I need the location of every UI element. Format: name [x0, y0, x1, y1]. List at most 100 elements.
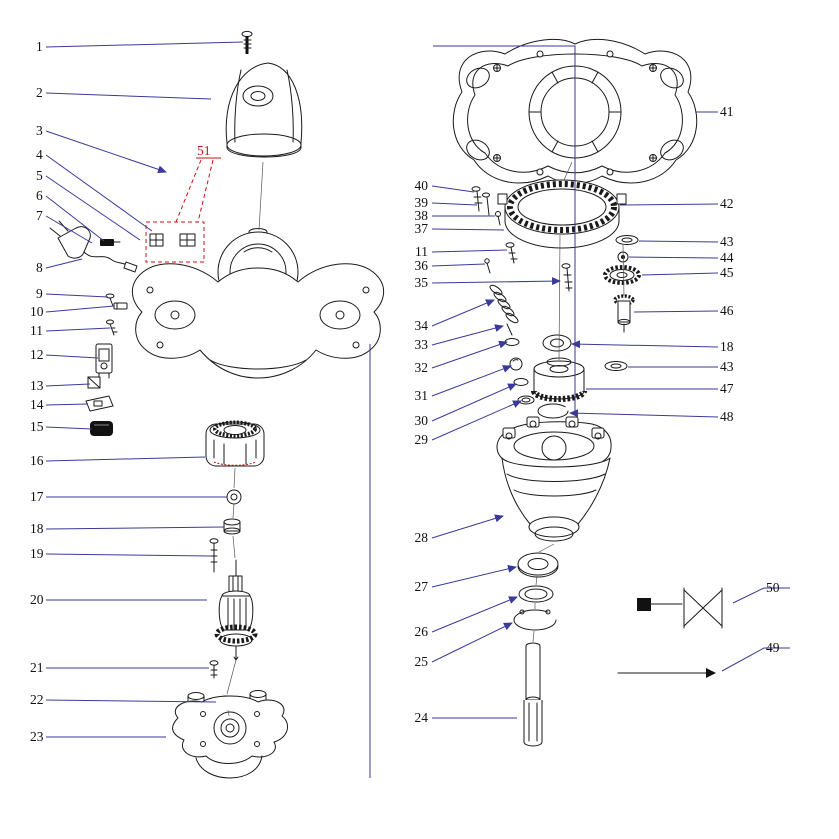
ring-gear-part-42	[497, 179, 627, 249]
part-label-46-46: 46	[720, 303, 734, 318]
part-label-49-52: 49	[766, 640, 780, 655]
washer-part-26	[518, 585, 554, 603]
snap-ring-part-48	[537, 403, 569, 419]
leader-line-19	[45, 553, 212, 557]
part-label-35-29: 35	[415, 275, 429, 290]
part-label-38-25: 38	[415, 208, 429, 223]
screw-part-21	[209, 660, 219, 679]
leader-line-26	[431, 596, 518, 633]
part-label-29-35: 29	[415, 432, 429, 447]
screw-part-1	[241, 30, 253, 54]
leader-line-36	[431, 263, 486, 267]
bracket-part-13	[87, 376, 101, 389]
leader-line-27	[431, 564, 517, 588]
armature-part-20	[214, 559, 258, 661]
leader-line-48	[569, 409, 719, 418]
part-label-2-1: 2	[36, 85, 43, 100]
locknut-part-17	[226, 489, 242, 505]
part-label-18-17: 18	[30, 521, 44, 536]
brush-holder-left	[149, 233, 164, 247]
leader-line-32	[431, 340, 508, 369]
part-label-40-23: 40	[415, 178, 429, 193]
part-label-5-4: 5	[36, 168, 43, 183]
leader-line-22	[45, 699, 217, 703]
part-label-41-41: 41	[720, 104, 734, 119]
part-label-43-43: 43	[720, 234, 734, 249]
part-label-47-49: 47	[720, 381, 734, 396]
leader-line-5	[45, 175, 141, 241]
leader-line-34	[431, 299, 495, 327]
washer-part-43-lower	[604, 361, 628, 371]
part-label-21-20: 21	[30, 660, 44, 675]
part-label-12-11: 12	[30, 347, 44, 362]
part-label-30-34: 30	[415, 413, 429, 428]
highlight-leader-2	[197, 159, 214, 223]
gearbox-symbol-part-50	[637, 587, 723, 629]
part-label-50-51: 50	[766, 580, 780, 595]
part-label-19-18: 19	[30, 546, 44, 561]
screws-parts-37-40	[471, 186, 573, 292]
part-label-6-5: 6	[36, 188, 43, 203]
leader-line-8	[45, 258, 83, 269]
construction-line-1	[433, 45, 576, 414]
leader-line-4	[45, 154, 153, 232]
part-label-43-48: 43	[720, 359, 734, 374]
power-cord-parts-7-8	[49, 220, 138, 273]
callout-labels: 1234567891011121314151617181920212223403…	[30, 39, 780, 744]
part-label-9-8: 9	[36, 286, 43, 301]
part-label-26-38: 26	[415, 624, 429, 639]
gear-part-45	[603, 265, 641, 285]
leader-line-16	[45, 456, 206, 462]
leader-line-11	[431, 249, 508, 253]
leader-line-31	[431, 365, 512, 397]
part-label-33-31: 33	[415, 337, 429, 352]
stator-part-16	[205, 420, 265, 467]
part-label-42-42: 42	[720, 196, 734, 211]
leader-line-45	[641, 272, 719, 276]
main-housing-part-3	[131, 228, 385, 379]
part-label-22-21: 22	[30, 692, 44, 707]
assembly-axis-connectors	[226, 161, 625, 717]
leader-line-42	[619, 203, 719, 206]
leader-line-40	[431, 185, 475, 193]
leader-line-18	[45, 526, 225, 530]
part-label-23-22: 23	[30, 729, 44, 744]
capacitor-part-15	[90, 421, 113, 436]
rod-part-49	[617, 668, 716, 678]
leader-lines	[45, 41, 790, 738]
part-label-44-44: 44	[720, 250, 734, 265]
leader-line-7	[45, 215, 93, 244]
part-label-18-47: 18	[720, 339, 734, 354]
part-label-24-40: 24	[415, 710, 429, 725]
leader-line-13	[45, 383, 91, 387]
leader-line-28	[431, 514, 504, 539]
gearbox-flange-part-23	[172, 690, 289, 779]
leader-line-9	[45, 293, 109, 298]
part-label-25-39: 25	[415, 654, 429, 669]
plate-screws	[493, 50, 657, 176]
bearing-part-18-left	[223, 518, 241, 535]
leader-line-33	[431, 324, 504, 346]
dome-cover-part-2	[225, 62, 303, 158]
plate-part-14	[85, 395, 114, 412]
leader-line-11	[45, 327, 111, 332]
screw-part-9	[105, 293, 115, 307]
washer-part-43-upper	[615, 235, 639, 245]
part-label-36-28: 36	[415, 258, 429, 273]
leader-line-29	[431, 400, 522, 441]
part-label-8-7: 8	[36, 260, 43, 275]
switch-part-12	[95, 343, 113, 379]
leader-line-35	[431, 277, 561, 286]
highlight-51-group	[145, 159, 214, 263]
detent-chain-parts-29-34	[489, 284, 535, 405]
highlight-box-51	[145, 221, 205, 263]
toothed-pulley-part-47	[531, 357, 587, 402]
leader-line-43	[638, 240, 719, 243]
part-label-45-45: 45	[720, 265, 734, 280]
construction-lines	[369, 45, 576, 778]
part-label-28-36: 28	[415, 530, 429, 545]
screw-part-11-left	[106, 319, 118, 336]
leader-line-25	[431, 622, 513, 663]
leader-line-50	[732, 587, 790, 604]
